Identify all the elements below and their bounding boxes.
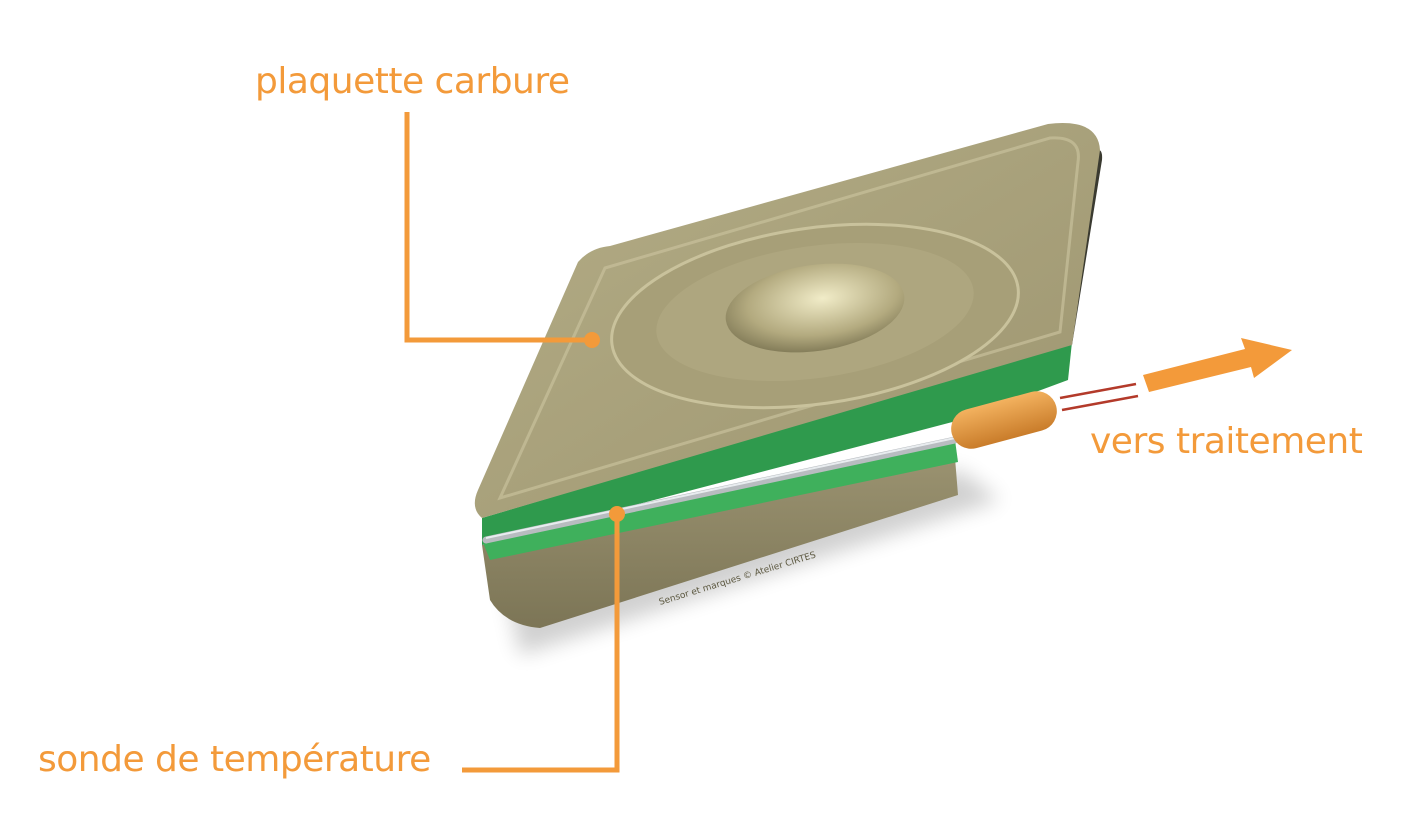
probe-connector [951, 391, 1057, 449]
label-output: vers traitement [1090, 421, 1363, 462]
probe-rod-highlight [485, 437, 956, 539]
green-layer-upper [482, 342, 1072, 545]
label-insert: plaquette carbure [255, 61, 570, 102]
insert-hole [725, 263, 905, 353]
insert-lower-side [482, 458, 958, 628]
probe-leader-line [462, 514, 620, 773]
insert-leader-dot [584, 332, 600, 348]
probe-leader-dot [609, 506, 625, 522]
label-probe: sonde de température [38, 739, 431, 780]
wire-2 [1061, 394, 1139, 412]
insert-rim [497, 136, 1080, 501]
insert-leader-line [404, 112, 592, 343]
output-arrow [1143, 338, 1292, 392]
wire-1 [1059, 382, 1137, 400]
probe-rod [482, 436, 959, 544]
green-layer-lower [482, 440, 958, 560]
